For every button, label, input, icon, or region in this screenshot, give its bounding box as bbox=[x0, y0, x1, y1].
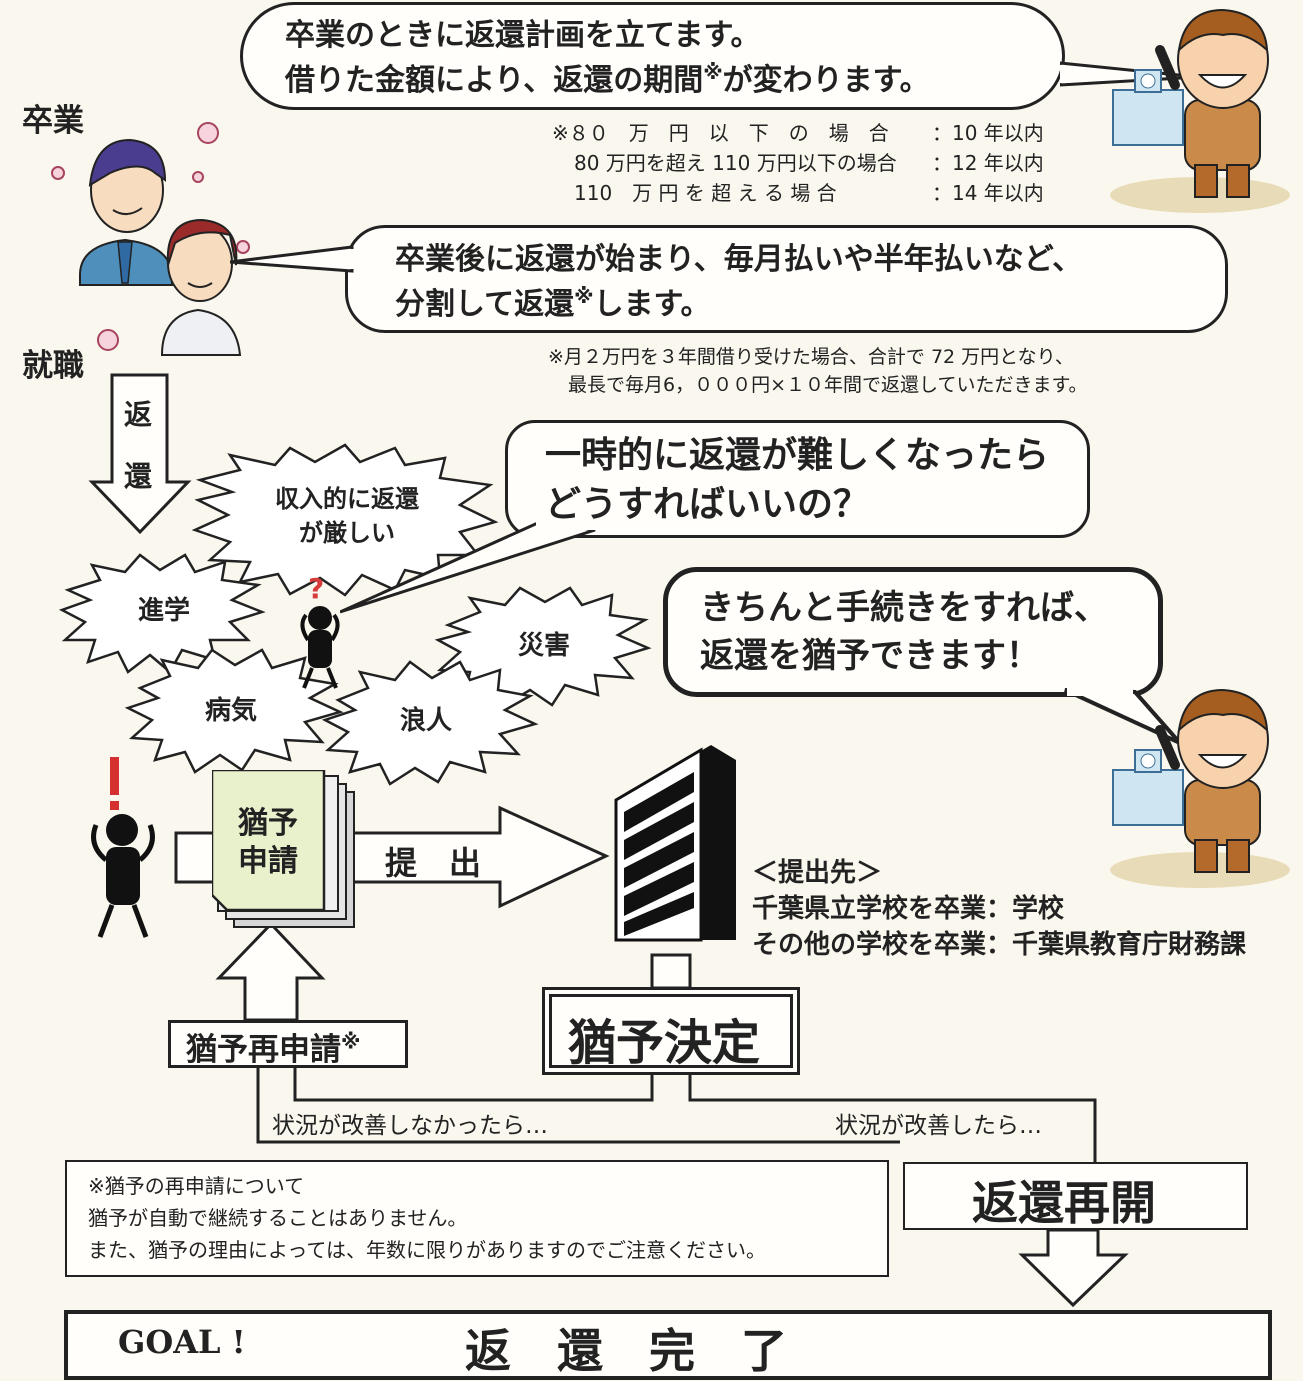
improved-label: 状況が改善したら… bbox=[835, 1113, 1042, 1139]
repayment-start-line1: 卒業後に返還が始まり、毎月払いや半年払いなど、 bbox=[395, 242, 1083, 277]
burst-illness-label: 病気 bbox=[205, 696, 258, 726]
svg-text:?: ? bbox=[308, 572, 324, 605]
burst-illness bbox=[124, 648, 344, 774]
woman-figure bbox=[160, 218, 242, 356]
student-mascot-top bbox=[1110, 8, 1290, 213]
not-improved-label: 状況が改善しなかったら… bbox=[272, 1113, 548, 1139]
destination-1: 千葉県立学校を卒業：学校 bbox=[752, 894, 1065, 924]
school-building-icon bbox=[1112, 69, 1184, 146]
student-mascot-bottom bbox=[1110, 688, 1290, 888]
reapply-note-line2: 猶予が自動で継続することはありません。 bbox=[88, 1206, 468, 1230]
application-label: 猶予 申請 bbox=[238, 805, 298, 881]
burst-income bbox=[191, 443, 499, 597]
application-line2: 申請 bbox=[238, 844, 298, 879]
not-improved-loop bbox=[256, 1067, 900, 1144]
graduation-label: 卒業 bbox=[22, 103, 84, 139]
destination-title: ＜提出先＞ bbox=[752, 858, 883, 888]
repay-arrow-label-1: 返 bbox=[124, 398, 153, 431]
installment-note-line2: 最長で毎月6，０００円×１０年間で返還していただきます。 bbox=[568, 374, 1088, 396]
reapply-note: ※猶予の再申請について 猶予が自動で継続することはありません。 また、猶予の理由… bbox=[88, 1170, 766, 1266]
resume-down-arrow bbox=[1018, 1228, 1129, 1308]
graduate-couple-illustration bbox=[51, 122, 250, 356]
bubble4-tail bbox=[1064, 688, 1182, 745]
application-documents-icon bbox=[212, 770, 355, 928]
burst-study-label: 進学 bbox=[138, 596, 191, 626]
repayment-resume-box bbox=[903, 1162, 1248, 1230]
question-text: 一時的に返還が難しくなったら どうすればいいの？ bbox=[545, 432, 1049, 529]
school-building-icon bbox=[1112, 749, 1184, 826]
repayment-start-bubble bbox=[345, 225, 1228, 333]
reapply-label: 猶予再申請※ bbox=[186, 1029, 361, 1068]
installment-note-line1: ※月２万円を３年間借り受けた場合、合計で 72 万円となり、 bbox=[548, 346, 1074, 368]
repayment-resume-label: 返還再開 bbox=[972, 1176, 1156, 1230]
deferral-answer-line1: きちんと手続きをすれば、 bbox=[700, 588, 1108, 628]
submit-label: 提 出 bbox=[385, 844, 482, 882]
question-bubble bbox=[505, 420, 1090, 538]
burst-income-label: 収入的に返還 が厳しい bbox=[275, 482, 419, 550]
bubble2-tail bbox=[230, 245, 355, 273]
repayment-plan-line1: 卒業のときに返還計画を立てます。 bbox=[285, 18, 761, 53]
deferral-decision-box bbox=[542, 987, 800, 1075]
burst-study bbox=[58, 553, 266, 674]
worried-figure-icon: ? bbox=[300, 572, 340, 689]
office-building-icon bbox=[614, 745, 736, 942]
period-row: 110 万 円 を 超 え る 場 合：14 年以内 bbox=[574, 181, 1044, 205]
period-row: ※８０ 万 円 以 下 の 場 合：10 年以内 bbox=[552, 121, 1044, 145]
reapply-note-line1: ※猶予の再申請について bbox=[88, 1174, 305, 1198]
repayment-plan-bubble bbox=[240, 2, 1065, 110]
deferral-answer-line2: 返還を猶予できます！ bbox=[700, 635, 1040, 676]
installment-note: ※月２万円を３年間借り受けた場合、合計で 72 万円となり、 最長で毎月6，００… bbox=[548, 343, 1088, 399]
bubble1-tail bbox=[1060, 61, 1199, 87]
goal-bar bbox=[64, 1310, 1272, 1380]
sakura-petals bbox=[51, 122, 250, 351]
application-line1: 猶予 bbox=[238, 806, 298, 841]
submit-arrow bbox=[348, 805, 610, 909]
burst-income-line1: 収入的に返還 bbox=[275, 485, 419, 513]
repayment-start-text: 卒業後に返還が始まり、毎月払いや半年払いなど、 分割して返還※します。 bbox=[395, 238, 1082, 326]
repay-arrow-label-2: 還 bbox=[124, 460, 153, 493]
reapply-note-box bbox=[65, 1160, 889, 1277]
deferral-answer-text: きちんと手続きをすれば、 返還を猶予できます！ bbox=[700, 585, 1108, 680]
reapply-note-line3: また、猶予の理由によっては、年数に限りがありますのでご注意ください。 bbox=[88, 1238, 766, 1262]
alarmed-figure-icon bbox=[91, 757, 155, 938]
goal-tag: GOAL ! bbox=[118, 1323, 246, 1361]
bubble3-tail bbox=[340, 520, 598, 614]
not-improved-path bbox=[293, 1067, 654, 1102]
question-line1: 一時的に返還が難しくなったら bbox=[545, 435, 1050, 476]
deferral-answer-bubble bbox=[663, 567, 1163, 697]
period-note: ※８０ 万 円 以 下 の 場 合：10 年以内 80 万円を超え 110 万円… bbox=[552, 118, 1044, 208]
repay-down-arrow bbox=[88, 373, 192, 535]
question-line2: どうすればいいの？ bbox=[545, 483, 870, 525]
man-figure bbox=[79, 138, 173, 286]
burst-ronin bbox=[321, 660, 539, 786]
employment-label: 就職 bbox=[22, 348, 84, 384]
burst-ronin-label: 浪人 bbox=[400, 706, 453, 736]
repayment-plan-line2: 借りた金額により、返還の期間※が変わります。 bbox=[285, 59, 930, 98]
burst-income-line2: が厳しい bbox=[299, 519, 395, 547]
repayment-plan-text: 卒業のときに返還計画を立てます。 借りた金額により、返還の期間※が変わります。 bbox=[285, 14, 930, 102]
reapply-box bbox=[168, 1020, 408, 1068]
destination-info: ＜提出先＞ 千葉県立学校を卒業：学校 その他の学校を卒業：千葉県教育庁財務課 bbox=[752, 855, 1246, 963]
repayment-start-line2: 分割して返還※します。 bbox=[395, 283, 711, 322]
destination-2: その他の学校を卒業：千葉県教育庁財務課 bbox=[752, 930, 1247, 960]
goal-title: 返 還 完 了 bbox=[465, 1324, 787, 1378]
reapply-up-arrow bbox=[215, 921, 326, 1022]
period-row: 80 万円を超え 110 万円以下の場合：12 年以内 bbox=[574, 151, 1044, 175]
burst-disaster-label: 災害 bbox=[518, 631, 571, 661]
deferral-decision-label: 猶予決定 bbox=[568, 1015, 761, 1071]
improved-path bbox=[688, 1075, 1097, 1162]
